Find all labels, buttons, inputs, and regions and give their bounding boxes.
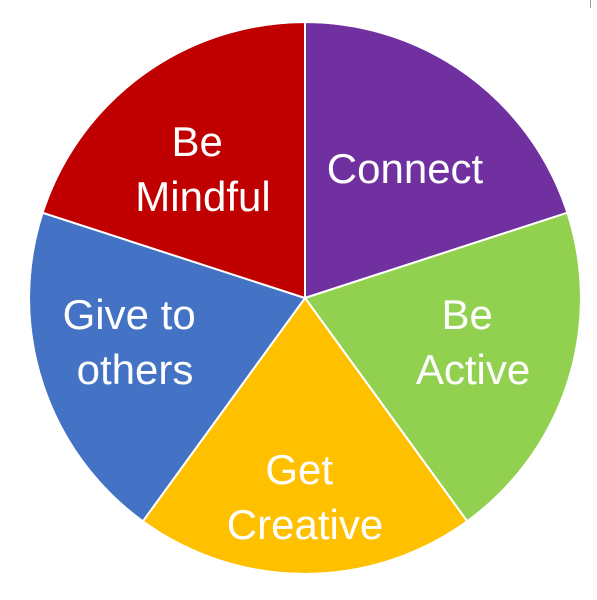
label-get-creative: Get Creative <box>227 446 383 548</box>
label-connect: Connect <box>327 145 484 192</box>
edge-mark <box>590 0 591 8</box>
label-give-to-others: Give to others <box>63 291 208 393</box>
wheel-outline <box>28 21 582 575</box>
label-be-mindful: Be Mindful <box>135 118 270 220</box>
label-be-active: Be Active <box>416 291 530 393</box>
